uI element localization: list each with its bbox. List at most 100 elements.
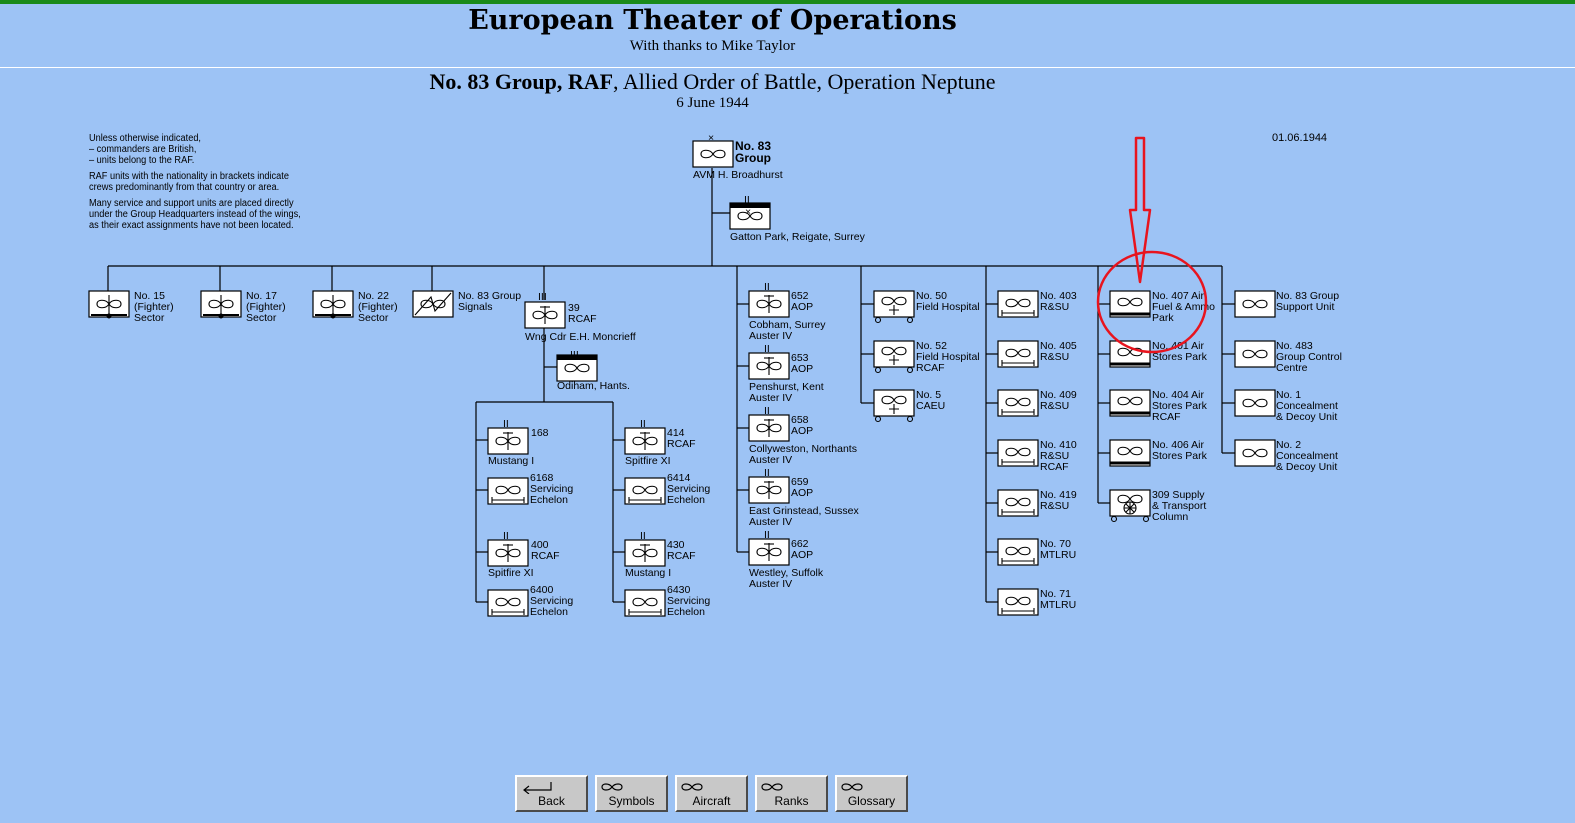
supply-unit[interactable]: No. 404 Air Stores Park RCAF: [1108, 388, 1208, 423]
unit-label: 653: [791, 352, 809, 364]
annotation-highlight: [1096, 136, 1208, 354]
support-unit[interactable]: No. 83 Group Support Unit: [1234, 290, 1339, 318]
symbols-button[interactable]: Symbols: [595, 775, 668, 812]
unit-label: Centre: [1276, 362, 1308, 374]
unit-label: RCAF: [531, 550, 560, 562]
unit-label: CAEU: [916, 400, 945, 412]
aircraft-type: Spitfire XI: [488, 567, 534, 579]
unit-label: AOP: [791, 487, 813, 499]
back-button[interactable]: Back: [515, 775, 588, 812]
size-marker: II: [503, 418, 509, 430]
unit-label: Stores Park: [1152, 351, 1208, 363]
aircraft-type: Auster IV: [749, 454, 792, 466]
ranks-button-label: Ranks: [774, 794, 809, 808]
repair-unit[interactable]: No. 71 MTLRU: [997, 588, 1076, 616]
unit-label: 662: [791, 538, 809, 550]
unit-label: MTLRU: [1040, 549, 1076, 561]
repair-unit[interactable]: No. 70 MTLRU: [997, 538, 1076, 566]
wing-unit[interactable]: III 39 RCAF Wng Cdr E.H. Moncrieff: [524, 291, 636, 343]
transport-unit[interactable]: 309 Supply & Transport Column: [1109, 489, 1206, 523]
back-button-label: Back: [538, 794, 565, 808]
repair-unit[interactable]: No. 410 R&SU RCAF: [997, 439, 1077, 473]
unit-label: 652: [791, 290, 809, 302]
unit-label: No. 404 Air: [1152, 389, 1204, 401]
echelon-unit[interactable]: 6414 Servicing Echelon: [624, 472, 710, 506]
glossary-button[interactable]: Glossary: [835, 775, 908, 812]
aop-unit[interactable]: II 662 AOP Westley, Suffolk Auster IV: [748, 529, 824, 590]
repair-unit[interactable]: No. 409 R&SU: [997, 389, 1077, 417]
field-hospital-icon: [873, 290, 915, 324]
repair-unit[interactable]: No. 405 R&SU: [997, 340, 1077, 368]
squadron-unit[interactable]: II 414 RCAF Spitfire XI: [624, 418, 696, 467]
support-unit[interactable]: No. 2 Concealment & Decoy Unit: [1234, 439, 1338, 473]
unit-label: 414: [667, 427, 685, 439]
signals-unit[interactable]: No. 83 Group Signals: [412, 290, 521, 318]
unit-label: Servicing: [530, 595, 573, 607]
unit-label: 400: [531, 539, 549, 551]
size-marker: II: [503, 530, 509, 542]
unit-label: 309 Supply: [1152, 489, 1205, 501]
repair-salvage-icon: [997, 439, 1039, 467]
unit-label: AOP: [791, 549, 813, 561]
size-marker: II: [640, 530, 646, 542]
unit-label: Servicing: [667, 483, 710, 495]
medical-unit[interactable]: No. 52 Field Hospital RCAF: [873, 340, 980, 374]
sector-unit[interactable]: No. 17 (Fighter) Sector: [200, 290, 286, 324]
hq-commander: AVM H. Broadhurst: [693, 169, 783, 181]
unit-label: RCAF: [667, 550, 696, 562]
unit-label: 6430: [667, 584, 691, 596]
unit-label: RCAF: [568, 313, 597, 325]
unit-label: (Fighter): [358, 301, 398, 313]
mt-repair-icon: [997, 538, 1039, 566]
unit-label: AOP: [791, 363, 813, 375]
supply-unit[interactable]: No. 406 Air Stores Park: [1108, 438, 1208, 468]
ranks-button[interactable]: Ranks: [755, 775, 828, 812]
hq-location-unit[interactable]: II × Gatton Park, Reigate, Surrey: [729, 194, 866, 243]
wing-location-unit[interactable]: III Odiham, Hants.: [556, 349, 630, 392]
sector-icon: [200, 290, 242, 320]
annotation-arrow-icon: [1128, 136, 1152, 284]
squadron-unit[interactable]: II 400 RCAF Spitfire XI: [487, 530, 560, 579]
supply-unit[interactable]: No. 407 Air Fuel & Ammo Park: [1108, 289, 1215, 324]
unit-label: 6414: [667, 472, 691, 484]
support-unit[interactable]: No. 1 Concealment & Decoy Unit: [1234, 389, 1338, 423]
aop-unit[interactable]: II 653 AOP Penshurst, Kent Auster IV: [748, 343, 824, 404]
note-line: – commanders are British,: [89, 144, 197, 155]
supply-transport-icon: [1109, 489, 1151, 523]
note-line: Unless otherwise indicated,: [89, 133, 201, 144]
aircraft-button[interactable]: Aircraft: [675, 775, 748, 812]
support-unit[interactable]: No. 483 Group Control Centre: [1234, 340, 1342, 374]
size-marker: II: [764, 343, 770, 355]
aop-unit[interactable]: II 659 AOP East Grinstead, Sussex Auster…: [748, 467, 859, 528]
aop-unit[interactable]: II 658 AOP Collyweston, Northants Auster…: [748, 405, 857, 466]
echelon-unit[interactable]: 6430 Servicing Echelon: [624, 584, 710, 618]
sector-unit[interactable]: No. 15 (Fighter) Sector: [88, 290, 174, 324]
wing-location: Odiham, Hants.: [557, 380, 630, 392]
infinity-icon: [681, 783, 703, 791]
unit-label: Park: [1152, 312, 1174, 324]
aircraft-button-label: Aircraft: [692, 794, 731, 808]
stores-park-icon: [1108, 388, 1152, 418]
decoy-unit-icon: [1234, 389, 1276, 417]
echelon-unit[interactable]: 6168 Servicing Echelon: [487, 472, 573, 506]
unit-label: 658: [791, 414, 809, 426]
squadron-unit[interactable]: II 430 RCAF Mustang I: [624, 530, 696, 579]
squadron-unit[interactable]: II 168 Mustang I: [487, 418, 549, 467]
repair-unit[interactable]: No. 419 R&SU: [997, 489, 1077, 517]
echelon-unit[interactable]: 6400 Servicing Echelon: [487, 584, 573, 618]
repair-unit[interactable]: No. 403 R&SU: [997, 290, 1077, 318]
unit-label: AOP: [791, 425, 813, 437]
hq-unit[interactable]: × No. 83 Group AVM H. Broadhurst: [692, 132, 783, 181]
sector-unit[interactable]: No. 22 (Fighter) Sector: [312, 290, 398, 324]
medical-unit[interactable]: No. 5 CAEU: [873, 389, 945, 423]
medical-unit[interactable]: No. 50 Field Hospital: [873, 290, 980, 324]
header-divider: [0, 67, 1575, 68]
unit-label: No. 71: [1040, 588, 1071, 600]
unit-label: 659: [791, 476, 809, 488]
unit-label: Fuel & Ammo: [1152, 301, 1215, 313]
aircraft-type: Auster IV: [749, 392, 792, 404]
unit-label: No. 5: [916, 389, 941, 401]
aop-unit[interactable]: II 652 AOP Cobham, Surrey Auster IV: [748, 281, 826, 342]
aircraft-type: Spitfire XI: [625, 455, 671, 467]
hq-name: No. 83: [735, 139, 771, 153]
